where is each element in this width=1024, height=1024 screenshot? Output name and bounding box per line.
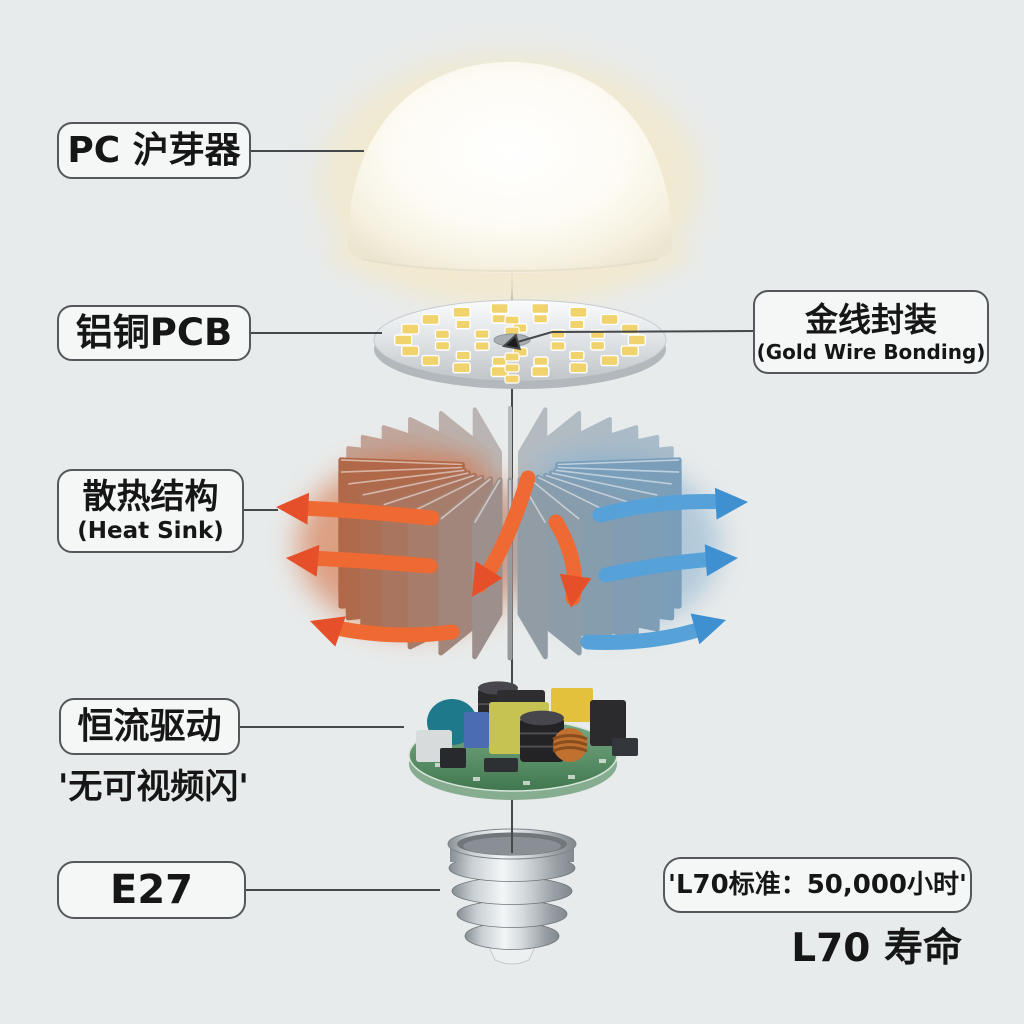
led-chip (491, 313, 507, 324)
label-driver-text: 恒流驱动 (77, 705, 222, 747)
led-chip (627, 334, 646, 346)
led-chip (533, 356, 549, 367)
label-gold-wire-bonding: 金线封装 (Gold Wire Bonding) (753, 290, 989, 374)
hot-air-arrow (300, 550, 438, 574)
cool-airflow-arrows (580, 487, 748, 650)
led-chip (452, 306, 471, 318)
cool-air-arrow (592, 494, 734, 523)
connector-gold-wire (513, 330, 754, 344)
heat-sink (297, 406, 720, 661)
label-pc-diffuser: PC 沪芽器 (57, 122, 251, 179)
label-heatsink-cn: 散热结构 (82, 477, 219, 517)
label-e27-text: E27 (110, 867, 193, 913)
led-chip (504, 352, 520, 362)
led-chip (569, 306, 588, 318)
led-chip (455, 319, 471, 330)
e27-base (447, 822, 577, 965)
badge-l70-text: 'L70标准：50,000小时' (667, 869, 967, 900)
led-chip (569, 350, 585, 361)
led-chip (569, 362, 588, 374)
cool-air-arrow (580, 620, 712, 650)
hot-airflow-arrows (276, 470, 592, 647)
label-heat-sink: 散热结构 (Heat Sink) (57, 469, 244, 553)
led-chip (434, 340, 451, 351)
hot-air-arrow (324, 619, 460, 643)
led-chip (600, 313, 619, 326)
label-gold-wire-en: (Gold Wire Bonding) (756, 340, 986, 364)
connector-lines (239, 150, 754, 891)
led-chip (452, 362, 471, 374)
hot-air-arrow (292, 500, 440, 526)
driver-flicker-note: '无可视频闪' (58, 767, 249, 807)
led-chip (531, 302, 550, 315)
badge-l70-standard: 'L70标准：50,000小时' (663, 857, 972, 913)
led-chip (550, 341, 566, 351)
label-aluminum-copper-pcb: 铝铜PCB (57, 305, 251, 361)
led-chip (455, 350, 471, 361)
led-chip (491, 356, 508, 367)
led-chip (421, 354, 440, 367)
led-chip (474, 329, 490, 339)
led-chip (401, 323, 420, 335)
led-chip (434, 329, 451, 340)
led-chip (531, 365, 550, 378)
led-chip (569, 319, 585, 330)
led-chip (600, 354, 619, 367)
caption-l70-lifetime: L70 寿命 (791, 926, 962, 971)
driver-pcb (408, 681, 638, 800)
led-chip (504, 374, 520, 384)
led-chip (490, 302, 509, 315)
label-heatsink-en: (Heat Sink) (77, 518, 224, 544)
cool-air-arrow (598, 551, 724, 583)
label-pc-diffuser-text: PC 沪芽器 (67, 129, 241, 171)
led-chip (504, 315, 520, 325)
led-chip (504, 363, 520, 373)
led-chip (620, 345, 639, 357)
led-chip (421, 313, 440, 326)
label-e27-base: E27 (57, 861, 246, 919)
label-gold-wire-cn: 金线封装 (805, 300, 937, 339)
led-pcb (373, 299, 667, 389)
diffuser-dome (320, 54, 700, 310)
label-pcb-text: 铝铜PCB (75, 310, 233, 354)
led-chip (589, 340, 606, 351)
led-chip (401, 345, 420, 357)
led-chip (474, 341, 490, 351)
led-chip (532, 313, 549, 324)
led-chip (394, 334, 413, 346)
label-constant-current-driver: 恒流驱动 (59, 698, 240, 755)
